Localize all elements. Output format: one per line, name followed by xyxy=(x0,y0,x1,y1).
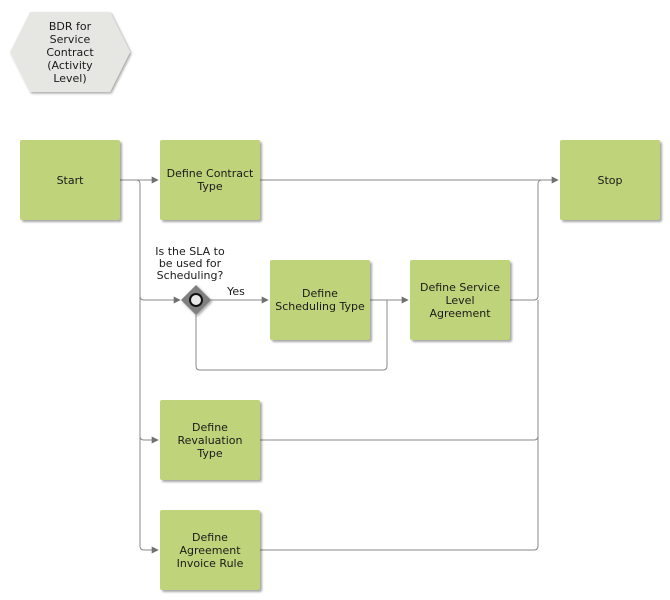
connector-start-trunk xyxy=(120,179,159,554)
stop-task[interactable]: Stop xyxy=(560,140,660,220)
connector-merge-lower xyxy=(260,300,539,551)
define-agreement-invoice-rule-task[interactable]: Define Agreement Invoice Rule xyxy=(160,510,260,590)
start-task[interactable]: Start xyxy=(20,140,120,220)
gateway-question: Is the SLA to be used for Scheduling? xyxy=(155,245,225,282)
define-revaluation-type-task[interactable]: Define Revaluation Type xyxy=(160,400,260,480)
connector-merge-trunk xyxy=(510,179,543,301)
connector-to-revaluation xyxy=(139,435,159,444)
connector-to-gateway xyxy=(139,295,181,304)
gateway-yes-label: Yes xyxy=(227,285,245,298)
connector-no-path xyxy=(195,300,388,371)
process-hexagon xyxy=(10,12,130,92)
define-scheduling-type-task[interactable]: Define Scheduling Type xyxy=(270,260,370,340)
connector-revaluation-to-merge xyxy=(260,435,539,441)
process-title: BDR for Service Contract (Activity Level… xyxy=(46,19,94,85)
define-service-level-agreement-task[interactable]: Define Service Level Agreement xyxy=(410,260,510,340)
gateway-circle-icon xyxy=(189,293,203,307)
define-contract-type-task[interactable]: Define Contract Type xyxy=(160,140,260,220)
